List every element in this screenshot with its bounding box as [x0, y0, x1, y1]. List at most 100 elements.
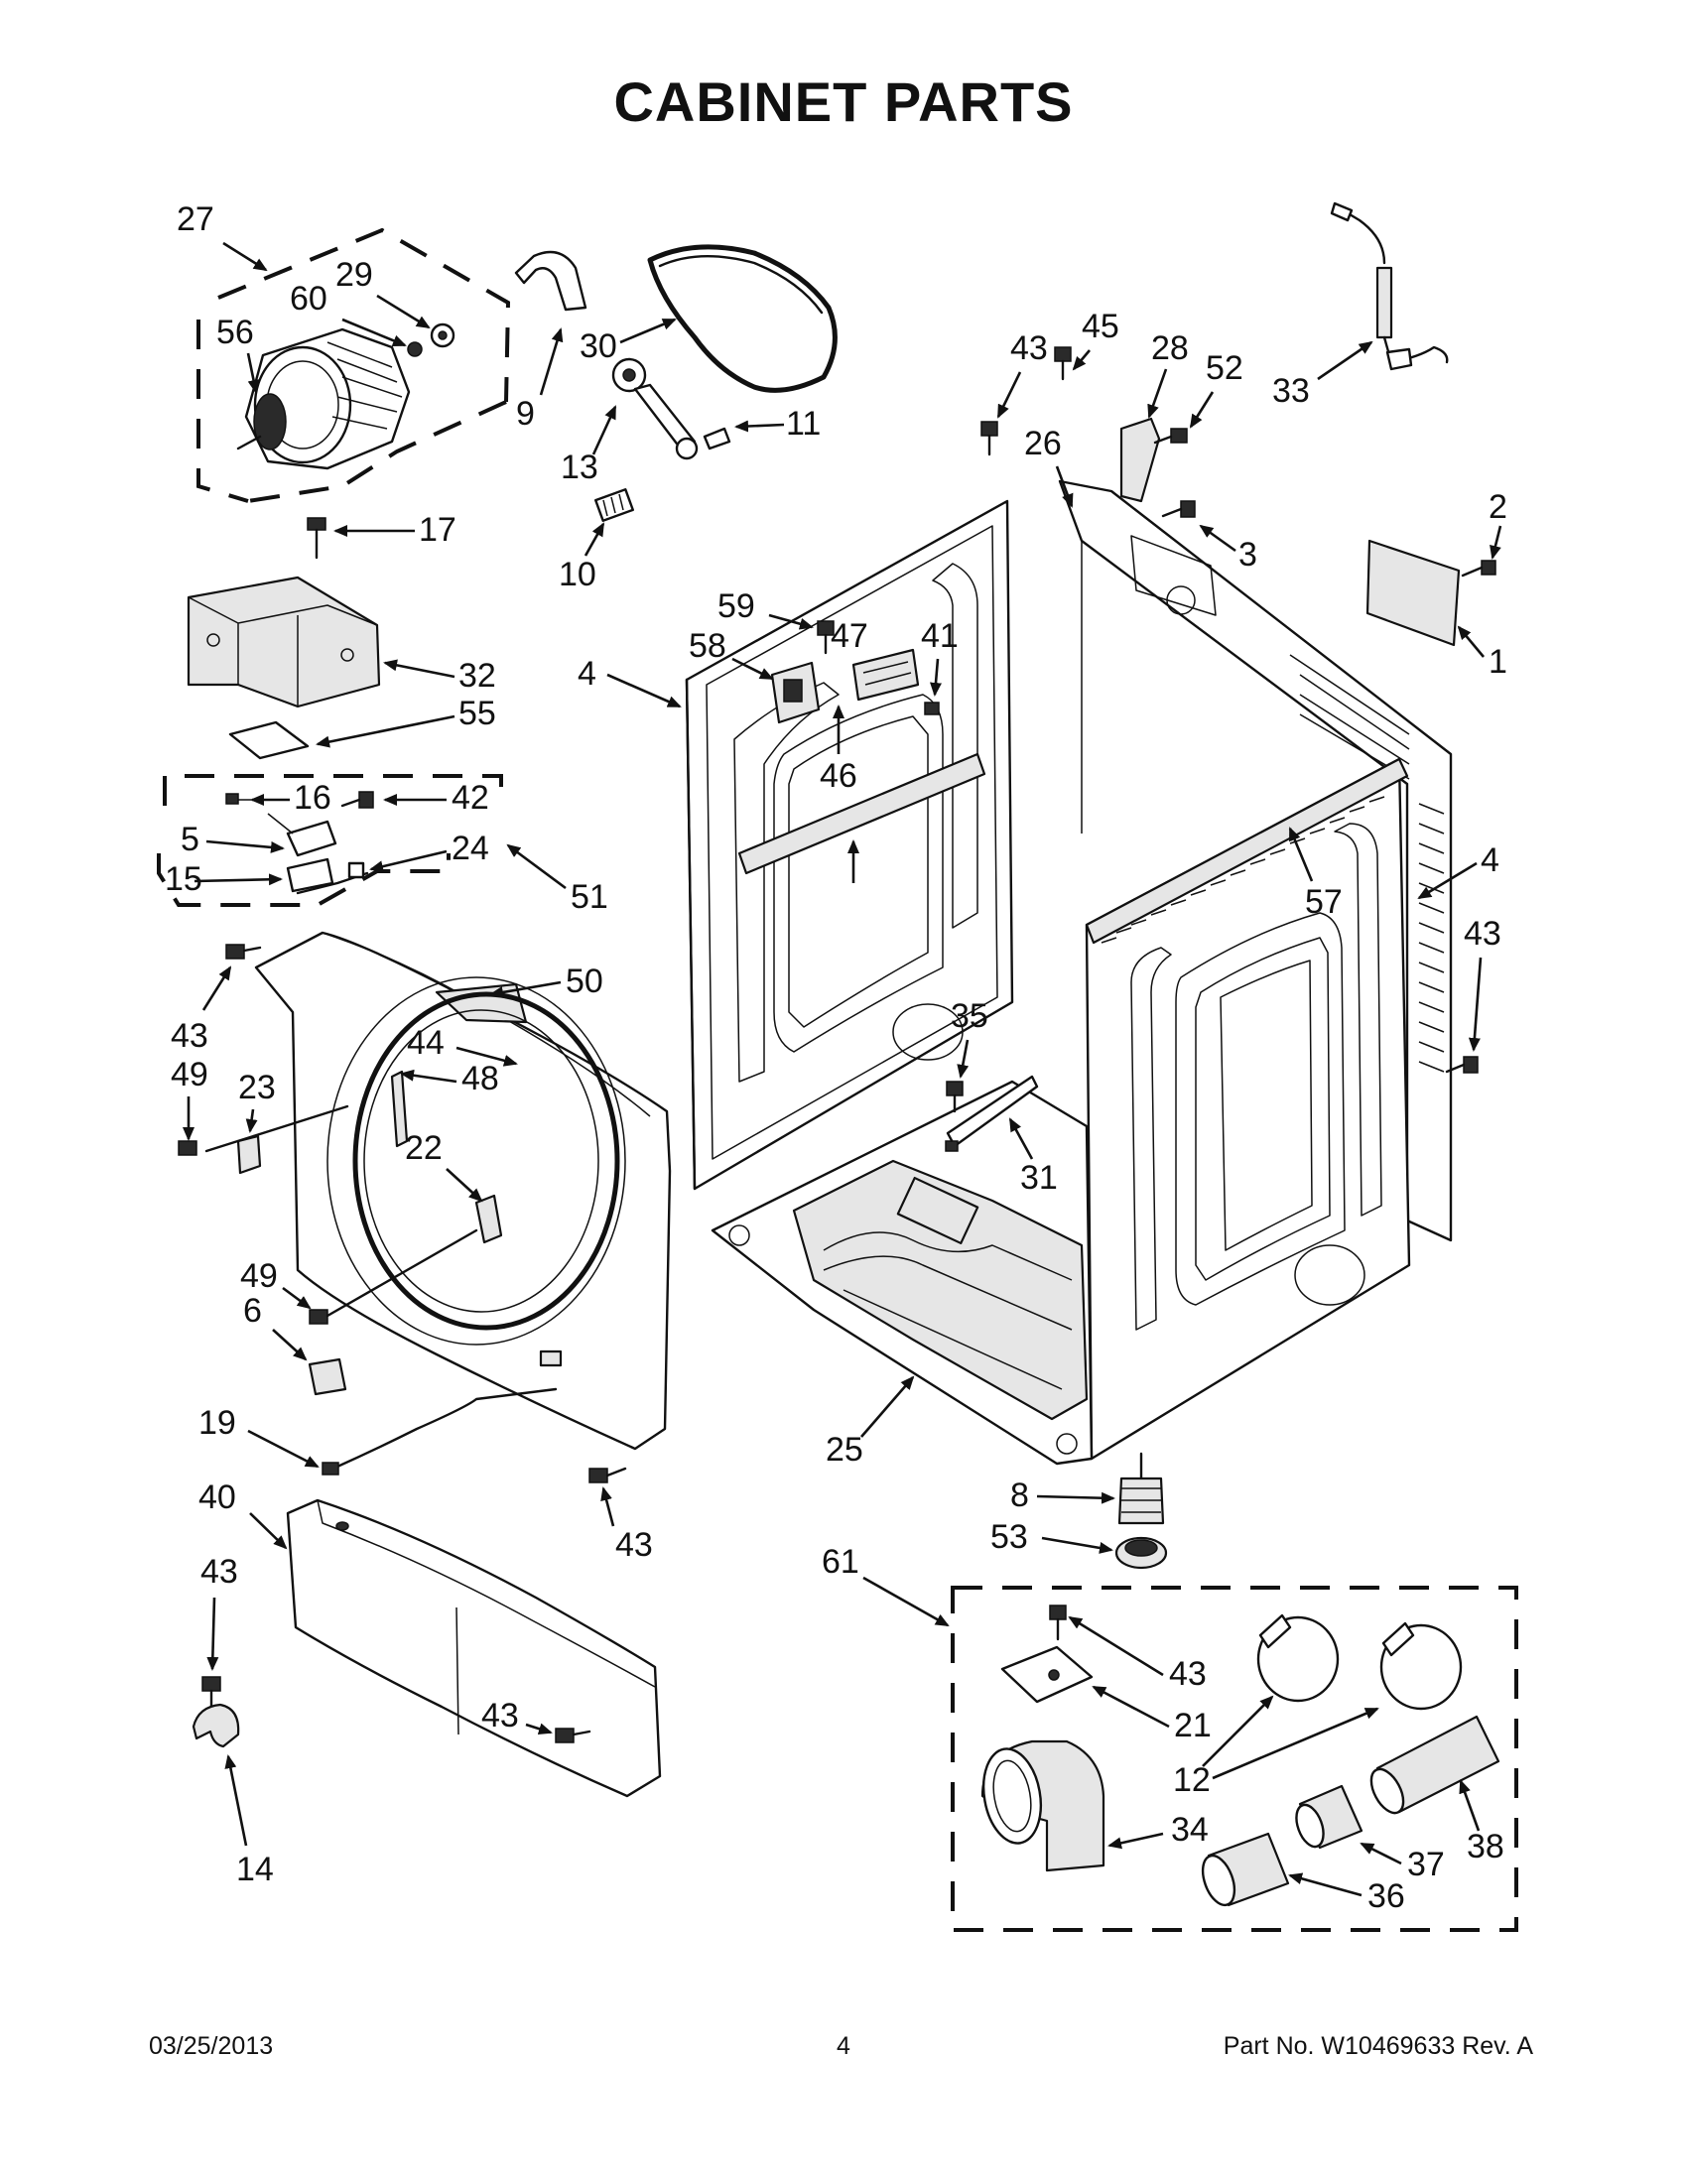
- callout-2: 2: [1489, 488, 1507, 526]
- arrow-52: [1189, 391, 1215, 429]
- screw-part-49-lower: [309, 1228, 478, 1325]
- arrow-31: [1008, 1117, 1034, 1160]
- arrow-56: [246, 352, 260, 394]
- duct-section-part-36: [1201, 1832, 1290, 1907]
- vent-clamp-plate-part-21: [1000, 1645, 1094, 1704]
- access-cover-part-1: [1365, 539, 1461, 647]
- arrow-19: [247, 1429, 320, 1469]
- arrow-10: [584, 522, 605, 557]
- callout-43-clamp: 43: [200, 1553, 238, 1591]
- arrow-32: [383, 659, 455, 679]
- callout-43-front: 43: [171, 1017, 208, 1055]
- arrow-15: [194, 873, 283, 886]
- callout-57: 57: [1305, 883, 1343, 921]
- callout-60: 60: [290, 280, 327, 318]
- callout-16: 16: [294, 779, 331, 817]
- screw-part-49-upper: [178, 1140, 197, 1156]
- cord-clamp-part-14: [192, 1703, 240, 1748]
- arrow-12-b: [1212, 1707, 1379, 1780]
- callout-37: 37: [1407, 1846, 1445, 1883]
- callout-42: 42: [452, 779, 489, 817]
- callout-15: 15: [165, 860, 202, 898]
- callout-11: 11: [786, 405, 821, 443]
- footer-date: 03/25/2013: [149, 2032, 273, 2060]
- motor-assembly-group: [196, 227, 587, 503]
- callout-36: 36: [1367, 1877, 1405, 1915]
- callout-29: 29: [335, 256, 373, 294]
- idler-spring-part-10: [594, 487, 634, 523]
- arrow-6: [272, 1329, 308, 1361]
- arrow-22: [446, 1168, 483, 1203]
- callout-47: 47: [831, 617, 868, 655]
- motor-dashed-box-top: [217, 227, 511, 403]
- arrow-4-right: [1417, 861, 1478, 900]
- arrow-36: [1288, 1872, 1363, 1897]
- arrow-34: [1107, 1832, 1164, 1850]
- arrow-35: [957, 1039, 970, 1079]
- callout-49-lower: 49: [240, 1257, 278, 1295]
- arrow-30: [619, 318, 677, 344]
- arrow-51: [506, 843, 567, 890]
- callout-4-right: 4: [1481, 841, 1499, 879]
- leg-cap-part-53: [1114, 1536, 1168, 1570]
- callout-41: 41: [921, 617, 959, 655]
- callout-22: 22: [405, 1129, 443, 1167]
- duct-section-part-37: [1295, 1784, 1363, 1850]
- idler-bolt-part-11: [703, 427, 731, 450]
- arrow-1: [1457, 625, 1485, 658]
- screw-part-43-top: [980, 421, 998, 456]
- screw-part-43-front: [225, 944, 262, 960]
- arrow-21: [1092, 1685, 1170, 1729]
- screw-part-2: [1461, 560, 1496, 578]
- callout-58: 58: [689, 627, 726, 665]
- arrow-23: [245, 1108, 258, 1133]
- callout-27: 27: [177, 200, 214, 238]
- screw-part-3: [1161, 500, 1196, 518]
- callout-59: 59: [717, 587, 755, 625]
- door-switch-part-5: [267, 813, 337, 857]
- drive-belt-part-30: [647, 244, 838, 393]
- arrow-25: [860, 1375, 915, 1438]
- arrow-45: [1072, 349, 1091, 371]
- arrow-58: [731, 657, 774, 681]
- cabinet-base-part-25: [711, 1080, 1094, 1466]
- thermostat-part-58: [770, 661, 821, 724]
- callout-52: 52: [1206, 349, 1243, 387]
- callout-48: 48: [461, 1060, 499, 1097]
- arrow-60: [341, 318, 407, 347]
- screw-part-43-toe: [555, 1728, 591, 1743]
- arrow-29: [376, 294, 431, 329]
- arrow-50: [489, 980, 562, 998]
- arrow-43-toe: [525, 1723, 553, 1735]
- drive-belt-inner: [658, 255, 824, 315]
- arrow-38: [1459, 1779, 1481, 1832]
- callout-43-front-lower: 43: [615, 1526, 653, 1564]
- switch-dashed-box-bottom: [157, 853, 451, 907]
- arrow-44: [455, 1046, 518, 1067]
- cabinet-rear-panel-part-26: [1058, 479, 1453, 1242]
- callout-23: 23: [238, 1069, 276, 1106]
- switch-dashed-box-top: [163, 774, 503, 806]
- cabinet-right-side-panel: [1085, 757, 1411, 1461]
- arrow-49-lower: [282, 1286, 312, 1310]
- arrow-27: [222, 241, 268, 272]
- motor-mount-bracket-part-32: [187, 576, 381, 708]
- callout-45: 45: [1082, 308, 1119, 345]
- wire-harness-part-19: [322, 1387, 558, 1476]
- arrow-24: [369, 849, 448, 873]
- callout-28: 28: [1151, 329, 1189, 367]
- screw-part-43-clamp: [201, 1676, 221, 1711]
- bracket-part-6: [308, 1357, 347, 1396]
- callout-43-right: 43: [1464, 915, 1501, 953]
- vent-cap-part-12: [1256, 1613, 1463, 1711]
- footer-part-number: Part No. W10469633 Rev. A: [1224, 2032, 1534, 2060]
- elbow-duct-part-34: [980, 1739, 1105, 1872]
- arrow-43-top: [996, 371, 1022, 419]
- arrow-33: [1317, 340, 1373, 381]
- callout-24: 24: [452, 830, 489, 867]
- idler-pulley-part-13: [611, 357, 699, 460]
- callout-14: 14: [236, 1851, 274, 1888]
- arrow-48: [400, 1069, 457, 1084]
- screw-part-52: [1153, 428, 1188, 445]
- callout-1: 1: [1489, 643, 1507, 681]
